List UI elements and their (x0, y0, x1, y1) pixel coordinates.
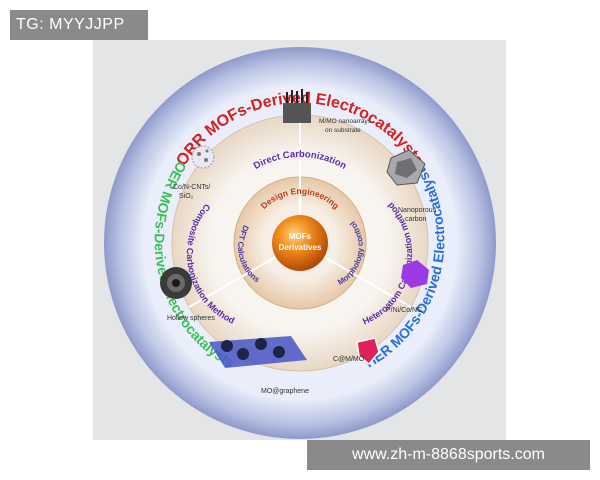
graphene-image (209, 336, 307, 368)
nanoporous-label-line2: carbon (405, 216, 427, 223)
cmo-label: C@M/MO (333, 356, 365, 363)
hollow-sphere-image (160, 267, 192, 299)
pnicoc-image (401, 260, 429, 288)
watermark-tag: TG: MYYJJPP (10, 10, 148, 40)
core-label-line2: Derivatives (279, 243, 322, 252)
core-sphere (272, 215, 328, 271)
nanoarray-label-line1: M/MO nanoarrays (319, 118, 372, 125)
nanoporous-label-line1: Nanoporous (398, 207, 437, 214)
watermark-url: www.zh-m-8868sports.com (307, 440, 590, 470)
pnicoc-label: P/Ni/Co/NC (386, 307, 422, 314)
cmo-image (356, 337, 380, 366)
graphene-label: MO@graphene (261, 388, 309, 395)
nanoarray-label-line2: on substrate (325, 127, 361, 134)
core-label-line1: MOFs (289, 232, 312, 241)
nanoporous-image (386, 149, 426, 186)
diagram-svg: MOFs Derivatives ORR MOFs-Derived Electr… (104, 47, 496, 439)
cocnts-image (191, 145, 215, 169)
cocnts-label-line2: SiO₂ (179, 193, 194, 200)
cocnts-label-line1: Co/N-CNTs/ (173, 184, 210, 191)
hollow-label: Hollow spheres (167, 315, 215, 322)
mof-diagram: MOFs Derivatives ORR MOFs-Derived Electr… (93, 40, 506, 440)
nanoarray-image (283, 89, 311, 123)
